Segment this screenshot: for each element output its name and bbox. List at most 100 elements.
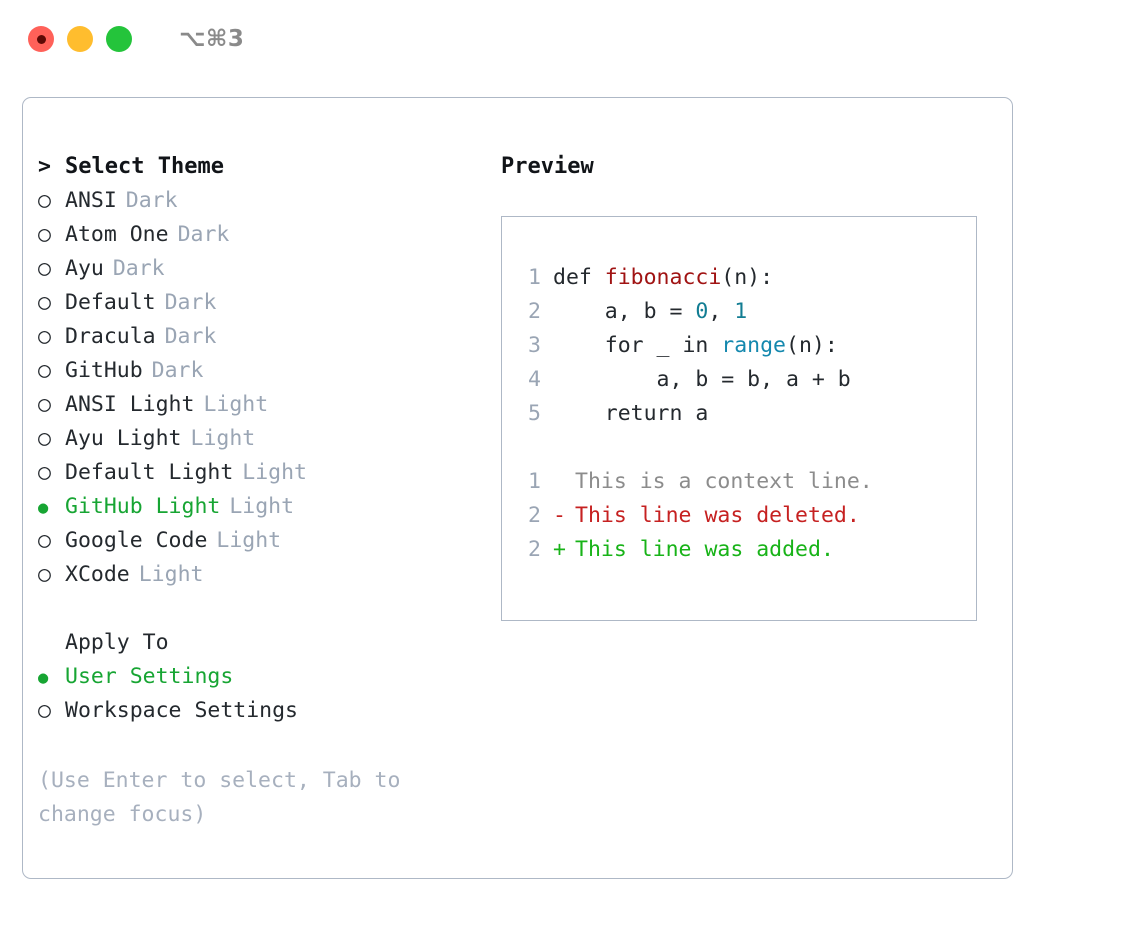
apply-to-list: ● User Settings ○Workspace Settings xyxy=(38,660,508,728)
theme-variant-badge: Dark xyxy=(125,188,178,213)
diff-sign xyxy=(553,465,575,499)
line-number: 5 xyxy=(528,401,541,426)
theme-variant-badge: Light xyxy=(229,494,295,519)
code-token: a, b = xyxy=(553,299,696,324)
code-token: def xyxy=(553,265,605,290)
code-token: a, b = b, a + b xyxy=(553,367,851,392)
line-number: 2 xyxy=(528,299,541,324)
diff-sign: + xyxy=(553,537,566,562)
code-token: , xyxy=(708,299,735,324)
radio-unselected-icon: ○ xyxy=(38,222,51,247)
theme-option[interactable]: ○ Default Dark xyxy=(38,286,508,320)
theme-option[interactable]: ○ Atom One Dark xyxy=(38,218,508,252)
theme-option-label: ANSI xyxy=(65,188,117,213)
line-number: 1 xyxy=(528,469,541,494)
theme-option[interactable]: ○ Google Code Light xyxy=(38,524,508,558)
radio-selected-icon: ● xyxy=(38,498,49,518)
code-line: 2 a, b = 0, 1 xyxy=(519,295,851,329)
line-number: 4 xyxy=(528,367,541,392)
line-number: 2 xyxy=(528,503,541,528)
theme-option-label: Ayu Light xyxy=(65,426,182,451)
theme-option-label: GitHub Light xyxy=(65,494,221,519)
keyboard-shortcut-label: ⌥⌘3 xyxy=(179,26,245,52)
theme-option-label: Ayu xyxy=(65,256,104,281)
diff-line: 2+This line was added. xyxy=(519,533,873,567)
radio-unselected-icon: ○ xyxy=(38,358,51,383)
close-button[interactable] xyxy=(28,26,54,52)
spacer xyxy=(38,592,508,626)
theme-option[interactable]: ○ GitHub Dark xyxy=(38,354,508,388)
theme-option-label: GitHub xyxy=(65,358,143,383)
apply-to-heading: Apply To xyxy=(65,630,169,655)
line-number: 3 xyxy=(528,333,541,358)
theme-variant-badge: Light xyxy=(216,528,282,553)
diff-text: This line was deleted. xyxy=(575,503,860,528)
code-line: 4 a, b = b, a + b xyxy=(519,363,851,397)
code-token: range xyxy=(721,333,787,358)
code-line: 5 return a xyxy=(519,397,851,431)
radio-unselected-icon: ○ xyxy=(38,562,51,587)
theme-variant-badge: Light xyxy=(138,562,204,587)
theme-option-label: Atom One xyxy=(65,222,169,247)
theme-variant-badge: Dark xyxy=(112,256,165,281)
theme-variant-badge: Light xyxy=(203,392,269,417)
theme-variant-badge: Dark xyxy=(164,290,217,315)
diff-sign: - xyxy=(553,503,566,528)
theme-variant-badge: Dark xyxy=(177,222,230,247)
theme-option-label: Default xyxy=(65,290,156,315)
radio-unselected-icon: ○ xyxy=(38,290,51,315)
theme-option-label: XCode xyxy=(65,562,130,587)
theme-option[interactable]: ○ ANSI Dark xyxy=(38,184,508,218)
diff-line: 1 This is a context line. xyxy=(519,465,873,499)
preview-title: Preview xyxy=(501,154,594,179)
code-token: 0 xyxy=(695,299,709,324)
theme-variant-badge: Dark xyxy=(164,324,217,349)
theme-option-label: ANSI Light xyxy=(65,392,195,417)
line-number: 1 xyxy=(528,265,541,290)
radio-unselected-icon: ○ xyxy=(38,392,51,417)
minimize-button[interactable] xyxy=(67,26,93,52)
theme-variant-badge: Dark xyxy=(151,358,204,383)
theme-option[interactable]: ○ Ayu Dark xyxy=(38,252,508,286)
theme-variant-badge: Light xyxy=(242,460,308,485)
code-token: 1 xyxy=(734,299,748,324)
theme-picker-heading: > Select Theme xyxy=(38,150,508,184)
theme-option[interactable]: ○ ANSI Light Light xyxy=(38,388,508,422)
prompt-caret-icon: > xyxy=(38,154,51,179)
theme-option-label: Default Light xyxy=(65,460,234,485)
apply-to-option-label: User Settings xyxy=(65,664,234,689)
diff-line: 2-This line was deleted. xyxy=(519,499,873,533)
theme-option-label: Google Code xyxy=(65,528,208,553)
maximize-button[interactable] xyxy=(106,26,132,52)
radio-unselected-icon: ○ xyxy=(38,256,51,281)
line-number: 2 xyxy=(528,537,541,562)
radio-unselected-icon: ○ xyxy=(38,188,51,213)
theme-option[interactable]: ● GitHub Light Light xyxy=(38,490,508,524)
window-controls xyxy=(28,26,132,52)
apply-to-option[interactable]: ○Workspace Settings xyxy=(38,694,508,728)
radio-selected-icon: ● xyxy=(38,668,49,688)
diff-text: This is a context line. xyxy=(575,469,873,494)
title-bar: ⌥⌘3 xyxy=(0,0,1140,78)
radio-unselected-icon: ○ xyxy=(38,698,51,723)
diff-sample: 1 This is a context line.2-This line was… xyxy=(519,465,873,567)
code-token: for _ in xyxy=(553,333,722,358)
apply-to-option[interactable]: ● User Settings xyxy=(38,660,508,694)
radio-unselected-icon: ○ xyxy=(38,426,51,451)
page-title: Select Theme xyxy=(65,154,224,179)
radio-unselected-icon: ○ xyxy=(38,324,51,349)
code-token: fibonacci xyxy=(604,265,722,290)
radio-unselected-icon: ○ xyxy=(38,528,51,553)
theme-option[interactable]: ○ XCode Light xyxy=(38,558,508,592)
